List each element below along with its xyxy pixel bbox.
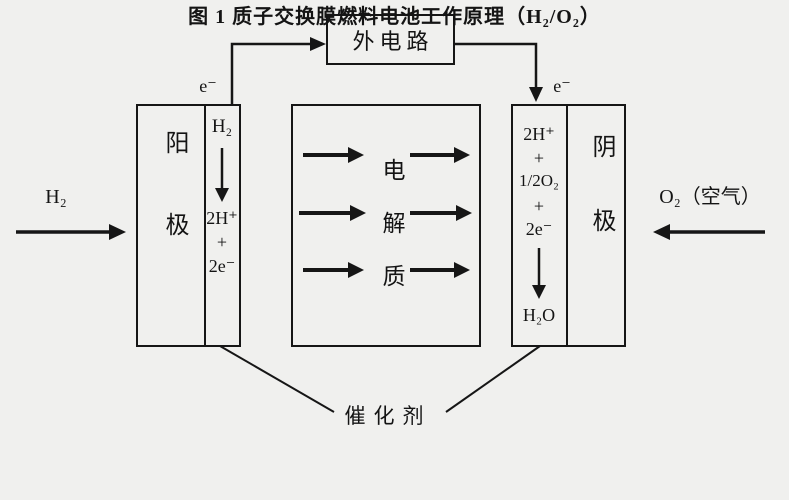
figure-caption: 图 1 质子交换膜燃料电池工作原理（H₂/O₂） [188, 6, 601, 28]
electron-label-left: e⁻ [199, 76, 217, 96]
oxygen-inlet-label: O₂（空气） [659, 186, 761, 208]
catalyst-pointer-lines [219, 345, 541, 413]
cathode-reaction-line3: 1/2O₂ [519, 171, 559, 190]
catalyst-label: 催化剂 [344, 404, 432, 428]
electron-path-left-arrow [230, 37, 326, 104]
cathode-reaction-line5: 2e⁻ [525, 219, 553, 239]
electron-label-right: e⁻ [553, 76, 571, 96]
cathode-reaction-line2: + [533, 148, 545, 168]
anode-box [136, 104, 241, 347]
hydrogen-inlet-arrow [16, 224, 126, 240]
electrolyte-box [291, 104, 481, 347]
cathode-membrane-divider [566, 104, 568, 347]
electron-path-right-arrow [455, 42, 543, 102]
electrolyte-label: 电解质 [379, 158, 404, 317]
hydrogen-inlet-label: H₂ [45, 186, 67, 208]
anode-fuel-label: H₂ [211, 116, 233, 137]
anode-reaction-line1: 2H⁺ [206, 208, 238, 228]
cathode-product-label: H₂O [522, 305, 556, 325]
anode-reaction-line3: 2e⁻ [208, 256, 236, 276]
anode-label: 阳极 [161, 130, 187, 294]
cathode-box [511, 104, 626, 347]
external-circuit-box: 外电路 [326, 14, 455, 65]
cathode-reaction-line4: + [533, 196, 545, 216]
cathode-label: 阴极 [588, 134, 614, 282]
anode-reaction-line2: + [216, 232, 228, 252]
cathode-reaction-line1: 2H⁺ [523, 124, 555, 144]
anode-membrane-divider [204, 104, 206, 347]
external-circuit-label: 外电路 [352, 28, 434, 54]
oxygen-inlet-arrow [653, 224, 765, 240]
